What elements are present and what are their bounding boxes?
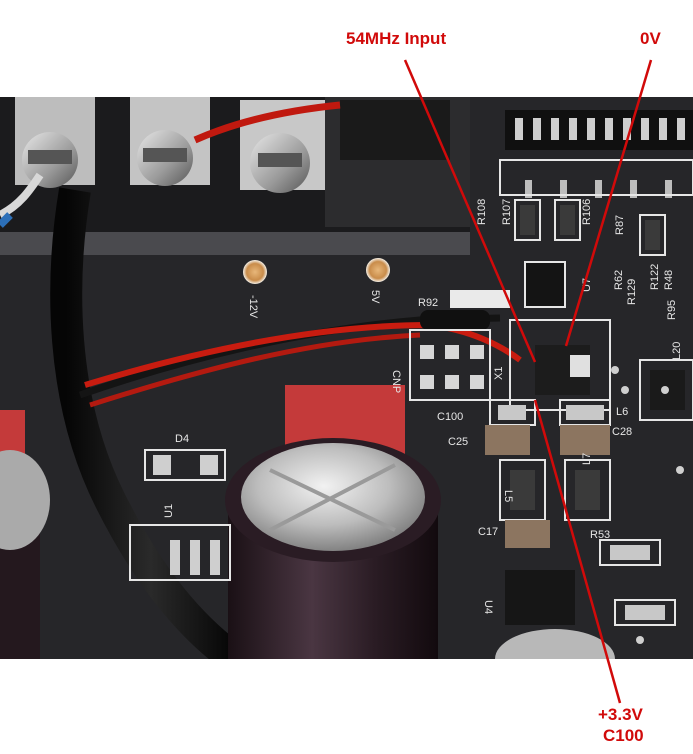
u1-footprint [129, 524, 231, 581]
silk-d4: D4 [175, 433, 189, 445]
silk-r108: R108 [476, 199, 488, 225]
pad-neg12v [243, 260, 267, 284]
silk-r129: R129 [626, 279, 638, 305]
silk-neg12v: -12V [247, 295, 259, 319]
cnp-pads [420, 345, 484, 389]
silk-r62: R62 [613, 270, 625, 290]
silk-x1: X1 [493, 367, 505, 380]
pad-5v [366, 258, 390, 282]
silk-u1: U1 [163, 504, 175, 518]
silk-c28: C28 [612, 426, 632, 438]
silk-c17: C17 [478, 526, 498, 538]
annotation-lines [403, 59, 653, 704]
silk-r48: R48 [663, 270, 675, 290]
silk-l7: L7 [581, 453, 593, 465]
arrow-0v [564, 59, 653, 347]
silk-cnp: CNP [390, 370, 402, 393]
label-0v: 0V [640, 29, 661, 48]
silk-l20: L20 [671, 342, 683, 360]
terminal-screw-1 [15, 97, 95, 188]
silk-c100: C100 [437, 411, 463, 423]
electrolytic-capacitor-bottom [495, 629, 615, 659]
silk-outline-header [499, 159, 693, 196]
cnp-footprint [409, 329, 491, 401]
silk-5v: 5V [369, 290, 381, 304]
d4-footprint [144, 449, 226, 481]
label-supply-component: C100 [603, 726, 644, 745]
silk-r95: R95 [666, 300, 678, 320]
white-wire [0, 172, 44, 219]
arrow-54mhz-input [403, 59, 537, 363]
silk-r53: R53 [590, 529, 610, 541]
silk-r106: R106 [581, 199, 593, 225]
vias [611, 366, 684, 644]
silk-u4: U4 [482, 600, 494, 614]
arrow-3v3-c100 [533, 399, 622, 704]
u1-pins [170, 540, 220, 575]
silk-r87: R87 [614, 215, 626, 235]
electrolytic-capacitor [225, 438, 441, 659]
silk-r92: R92 [418, 297, 438, 309]
pin-header-pins [515, 118, 685, 140]
annotation-labels: 54MHz Input 0V +3.3V C100 [346, 29, 661, 745]
pcb-photo: D4 U1 CNP -12V 5V R92 X1 C100 C25 C28 L6… [0, 97, 693, 659]
blue-wire [0, 212, 13, 228]
terminal-screw-2 [130, 97, 210, 186]
electrolytic-capacitor-left [0, 450, 50, 659]
silk-r122: R122 [649, 264, 661, 290]
red-wire-top [193, 101, 341, 144]
black-cable [50, 187, 245, 659]
silk-l6: L6 [616, 406, 628, 418]
label-54mhz-input: 54MHz Input [346, 29, 446, 48]
d4-pad-left [153, 455, 171, 475]
twisted-pair-red [84, 321, 522, 388]
silk-r107: R107 [501, 199, 513, 225]
heatshrink [420, 310, 490, 330]
header-leads [525, 180, 672, 198]
silk-c25: C25 [448, 436, 468, 448]
d4-pad-right [200, 455, 218, 475]
silk-l5: L5 [502, 490, 514, 502]
connector-slot [340, 100, 450, 160]
twisted-pair-red-2 [89, 332, 421, 408]
smd-cluster [450, 199, 693, 626]
label-supply: +3.3V [598, 705, 644, 724]
silkscreen-labels: D4 U1 CNP -12V 5V R92 X1 C100 C25 C28 L6… [163, 199, 683, 614]
